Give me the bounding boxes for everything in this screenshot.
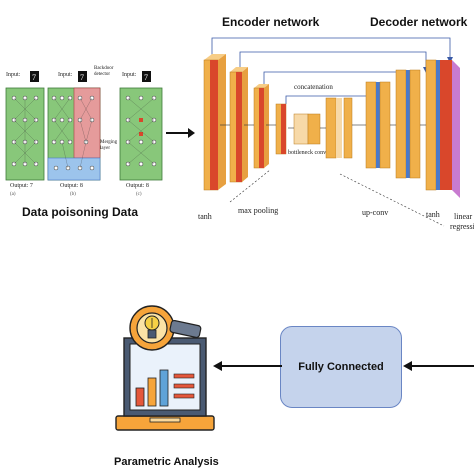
network-c-input-label: Input:	[122, 72, 137, 78]
merging-layer-label: Merging layer	[100, 140, 118, 151]
regression-label: regressio	[450, 222, 474, 231]
network-b-input-label: Input:	[58, 72, 73, 78]
data-poisoning-caption: Data poisoning Data	[22, 205, 139, 219]
network-c-sub-label: (c)	[136, 192, 142, 197]
tanh-right-label: tanh	[426, 210, 440, 219]
network-b: 7	[47, 71, 101, 181]
bottleneck-label: bottleneck conv	[288, 150, 327, 156]
network-a-sub-label: (a)	[10, 192, 16, 197]
network-a-output-label: Output: 7	[10, 183, 33, 189]
linear-label: linear	[454, 212, 473, 221]
decoder-title: Decoder network	[370, 15, 468, 29]
arrow-into-fully-connected	[403, 361, 474, 371]
network-a-input-label: Input:	[6, 72, 21, 78]
network-a: 7	[5, 71, 45, 181]
svg-text:7: 7	[144, 73, 148, 82]
network-c-output-label: Output: 8	[126, 183, 149, 189]
neural-network-drawings: 7 7	[5, 71, 163, 181]
parametric-analysis-label: Parametric Analysis	[114, 456, 219, 468]
encoder-blocks	[203, 54, 321, 191]
network-b-sub-label: (b)	[70, 192, 76, 197]
svg-text:7: 7	[80, 73, 84, 82]
encoder-title: Encoder network	[222, 15, 320, 29]
laptop-analysis-icon	[115, 305, 215, 431]
max-pooling-label: max pooling	[238, 206, 279, 215]
svg-text:7: 7	[32, 73, 36, 82]
arrow-to-unet	[166, 128, 195, 138]
skip-connections	[211, 37, 451, 104]
tanh-left-label: tanh	[198, 212, 212, 221]
up-conv-label: up-conv	[362, 208, 389, 217]
unet-architecture	[203, 37, 460, 227]
concatenation-label: concatenation	[294, 83, 333, 91]
network-b-output-label: Output: 8	[60, 183, 83, 189]
backdoor-detector-label: Backdoor detector	[94, 66, 114, 77]
neural-network-panel: 7 7	[0, 58, 172, 206]
arrow-to-parametric-analysis	[213, 361, 282, 371]
decoder-blocks	[325, 59, 460, 198]
network-c: 7	[119, 71, 163, 181]
fully-connected-box: Fully Connected	[280, 326, 402, 408]
fully-connected-label: Fully Connected	[298, 361, 384, 373]
flow-arrows	[220, 124, 426, 129]
